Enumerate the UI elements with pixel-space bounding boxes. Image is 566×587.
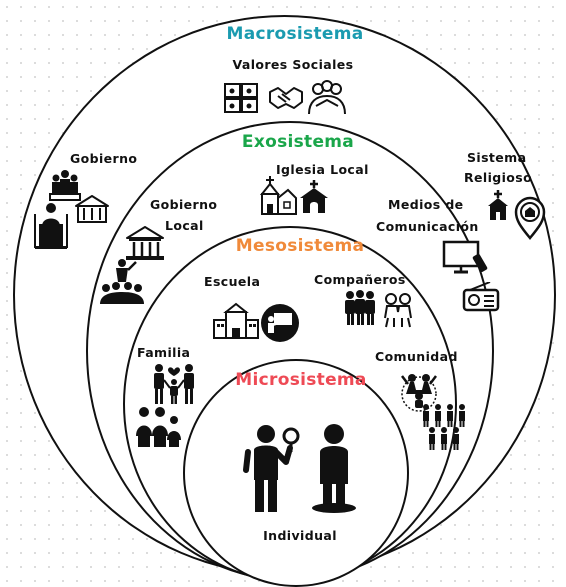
government-officials-icon <box>48 168 82 202</box>
church-location-icon <box>486 190 548 240</box>
government-building-icon <box>72 192 110 226</box>
label-gobierno-local-2: Local <box>165 218 204 233</box>
person-thinking-icon <box>242 422 302 514</box>
person-standing-icon <box>310 422 358 514</box>
friends-hug-icon <box>381 292 415 328</box>
television-icon <box>442 238 488 274</box>
community-crowd-icon <box>418 402 470 452</box>
label-gobierno: Gobierno <box>70 151 138 166</box>
macrosystem-title: Macrosistema <box>226 24 364 44</box>
label-gobierno-local-1: Gobierno <box>150 197 218 212</box>
family-icon <box>150 362 198 406</box>
city-hall-icon <box>123 224 167 262</box>
puzzle-team-icon <box>222 78 262 116</box>
crowd-speaker-icon <box>98 258 146 306</box>
microsystem-ring <box>183 359 409 587</box>
label-individual: Individual <box>263 528 337 543</box>
label-iglesia-local: Iglesia Local <box>276 162 369 177</box>
label-escuela: Escuela <box>204 274 261 289</box>
label-comunidad: Comunidad <box>375 349 458 364</box>
exosystem-title: Exosistema <box>241 132 355 152</box>
label-medios-2: Comunicación <box>376 219 479 234</box>
label-companeros: Compañeros <box>314 272 406 287</box>
handshake-icon <box>268 82 304 114</box>
group-hug-icon <box>306 78 348 116</box>
teacher-board-icon <box>260 303 300 343</box>
community-circle-icon <box>398 372 440 412</box>
label-medios-1: Medios de <box>388 197 464 212</box>
friends-group-icon <box>340 290 380 326</box>
school-building-icon <box>212 300 260 342</box>
church-small-icon <box>298 180 330 214</box>
microsystem-title: Microsistema <box>235 370 367 390</box>
church-large-icon <box>256 176 298 216</box>
label-sistema-religioso-1: Sistema <box>467 150 527 165</box>
label-sistema-religioso-2: Religioso <box>464 170 533 185</box>
ecological-systems-diagram: Macrosistema Exosistema Mesosistema Micr… <box>13 15 556 587</box>
label-valores-sociales: Valores Sociales <box>232 57 354 72</box>
family-group-icon <box>134 406 182 448</box>
label-familia: Familia <box>137 345 191 360</box>
mesosystem-title: Mesosistema <box>235 236 365 256</box>
radio-icon <box>462 282 500 312</box>
podium-speaker-icon <box>33 202 69 250</box>
